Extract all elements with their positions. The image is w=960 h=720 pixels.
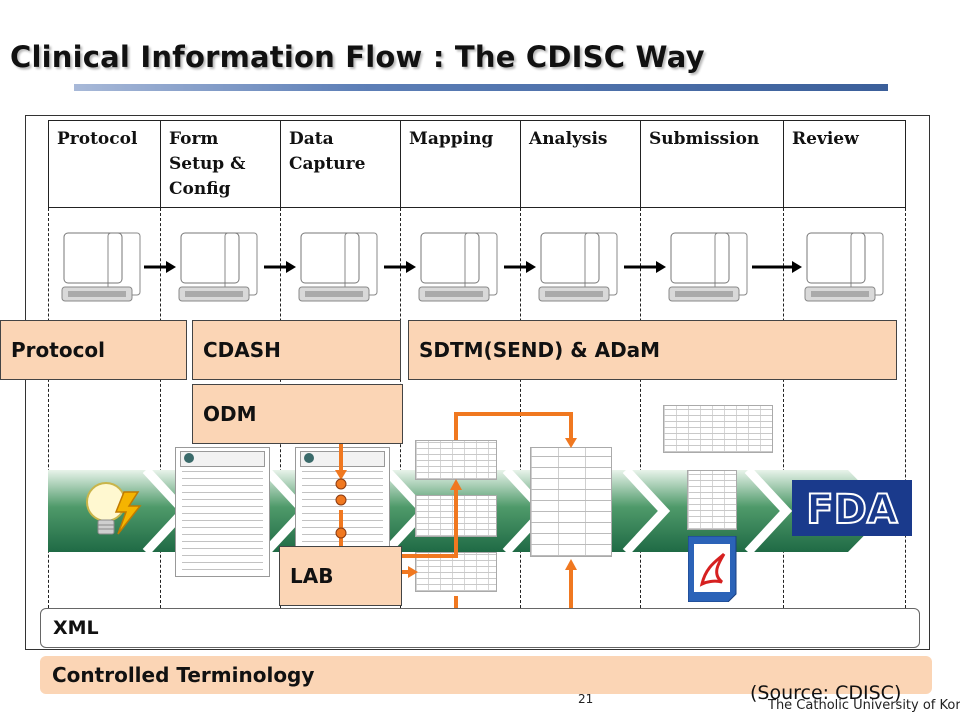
- page-title: Clinical Information Flow : The CDISC Wa…: [10, 40, 705, 74]
- stage-submission: Submission: [641, 121, 784, 207]
- fda-logo: FDA: [792, 480, 912, 536]
- fda-logo-text: FDA: [806, 487, 898, 533]
- stage-form-setup: Form Setup & Config: [161, 121, 281, 207]
- stage-analysis: Analysis: [521, 121, 641, 207]
- column-divider: [48, 208, 49, 608]
- dataset-table-thumbnail: [415, 495, 497, 537]
- footer-institution: The Catholic University of Korea,: [768, 698, 960, 713]
- stage-data-capture: Data Capture: [281, 121, 401, 207]
- stage-protocol: Protocol: [49, 121, 161, 207]
- computer-monitor-icon: [668, 232, 748, 302]
- controlled-terminology-bar: Controlled Terminology: [40, 656, 932, 694]
- diagram-frame: [25, 115, 930, 650]
- flow-arrow: [144, 261, 176, 273]
- column-divider: [520, 208, 521, 608]
- label-odm: ODM: [192, 384, 403, 444]
- column-divider: [640, 208, 641, 608]
- analysis-table-thumbnail: [530, 447, 612, 557]
- label-lab: LAB: [279, 546, 402, 606]
- label-cdash: CDASH: [192, 320, 401, 380]
- lightbulb-lightning-icon: [86, 482, 142, 535]
- flow-arrow: [624, 261, 666, 273]
- flow-arrow: [752, 261, 802, 273]
- computer-monitor-icon: [61, 232, 141, 302]
- computer-monitor-icon: [178, 232, 258, 302]
- stage-header-table: Protocol Form Setup & Config Data Captur…: [48, 120, 906, 208]
- title-underline: [74, 84, 888, 91]
- stage-review: Review: [792, 129, 859, 149]
- computer-monitor-icon: [298, 232, 378, 302]
- page-number: 21: [578, 692, 594, 706]
- column-divider: [783, 208, 784, 608]
- flow-arrow: [264, 261, 296, 273]
- flow-arrow: [504, 261, 536, 273]
- source-note: (Source: CDISC): [750, 682, 902, 704]
- submission-table-thumbnail: [663, 405, 773, 453]
- dataset-table-thumbnail: [415, 552, 497, 592]
- xml-bar: XML: [40, 608, 920, 648]
- column-divider: [905, 208, 906, 608]
- computer-monitor-icon: [804, 232, 884, 302]
- dataset-table-thumbnail: [415, 440, 497, 480]
- computer-monitor-icon: [418, 232, 498, 302]
- label-sdtm-adam: SDTM(SEND) & ADaM: [408, 320, 897, 380]
- submission-table-thumbnail: [687, 470, 737, 530]
- label-protocol: Protocol: [0, 320, 187, 380]
- column-divider: [160, 208, 161, 608]
- crf-form-document: [175, 447, 270, 577]
- computer-monitor-icon: [538, 232, 618, 302]
- flow-arrow: [384, 261, 416, 273]
- pdf-document-icon: [688, 536, 737, 602]
- stage-mapping: Mapping: [401, 121, 521, 207]
